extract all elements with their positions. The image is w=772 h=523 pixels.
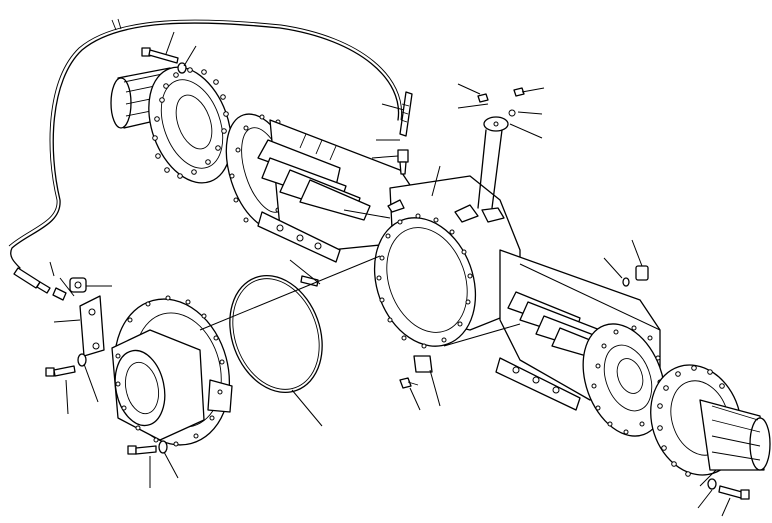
pad-plate <box>413 355 433 373</box>
cover-plate <box>477 87 525 209</box>
mounting-bolt-bottom <box>127 440 168 455</box>
plug-right <box>622 265 649 287</box>
mounting-bolt-top-left <box>141 47 187 74</box>
mounting-bolt-left <box>45 353 87 377</box>
breather-fitting-left <box>13 267 87 301</box>
breather-hose <box>10 22 400 269</box>
hose-clip <box>111 18 122 31</box>
leader-lines <box>49 31 731 517</box>
breather-fitting-top <box>397 91 413 175</box>
differential-carrier <box>111 295 233 447</box>
left-flange-holes <box>152 67 229 179</box>
o-ring-gasket <box>229 274 323 394</box>
housing-right-ring-holes <box>591 325 663 435</box>
mounting-bolt-center <box>399 377 419 389</box>
bracket <box>79 295 105 357</box>
carrier-bolt-holes <box>115 295 225 447</box>
housing-center-bolt-holes <box>376 213 473 349</box>
right-axle-shaft-flange <box>650 364 771 477</box>
mounting-bolt-bottom-right <box>707 478 750 500</box>
left-axle-shaft-flange <box>110 66 232 184</box>
breather-hose-inner <box>8 19 402 247</box>
axle-housing <box>225 113 666 437</box>
right-flange-holes <box>657 365 725 477</box>
